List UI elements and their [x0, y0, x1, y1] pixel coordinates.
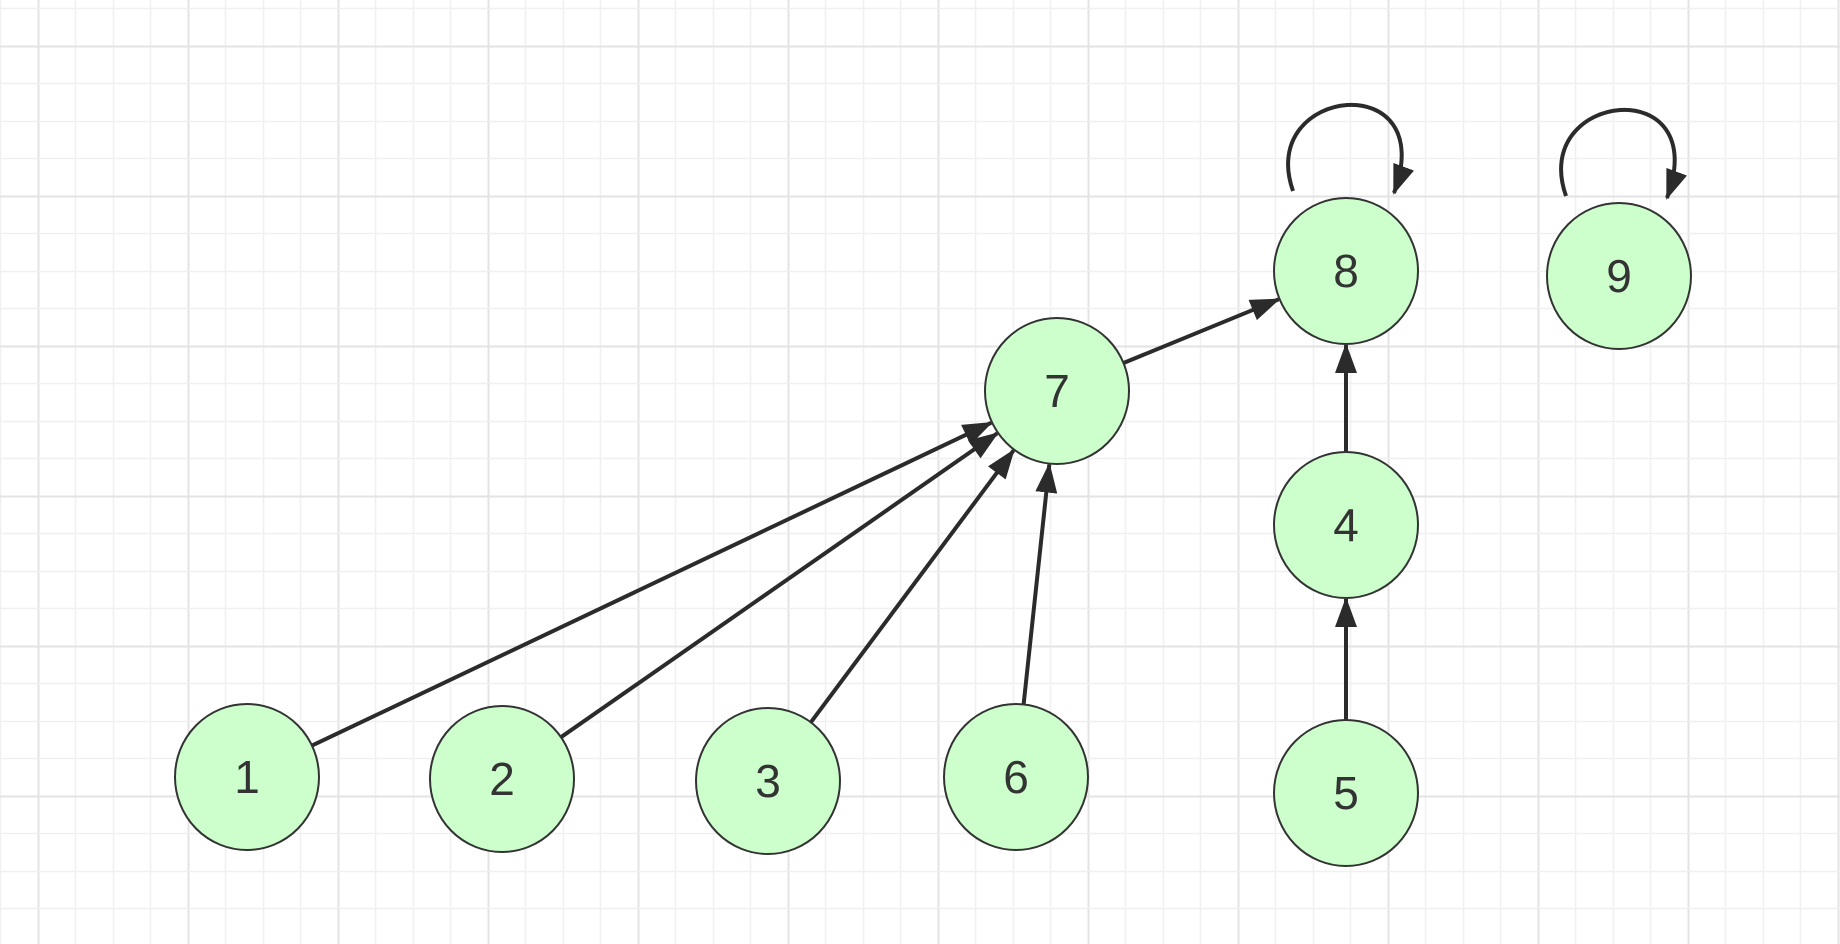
edges-layer [311, 102, 1688, 748]
node-1-label: 1 [234, 751, 260, 803]
node-5-circle[interactable] [1273, 719, 1419, 867]
nodes-layer: 1 2 3 6 7 8 9 4 5 [174, 197, 1692, 867]
edge-1-to-7[interactable] [311, 421, 993, 748]
node-5[interactable]: 5 [1273, 719, 1419, 867]
edge-6-to-7[interactable] [1021, 462, 1058, 705]
node-6[interactable]: 6 [943, 703, 1089, 851]
node-8[interactable]: 8 [1273, 197, 1419, 345]
node-5-label: 5 [1333, 767, 1359, 819]
node-7-circle[interactable] [984, 317, 1130, 465]
node-2-label: 2 [489, 753, 515, 805]
node-7-label: 7 [1044, 365, 1070, 417]
node-8-circle[interactable] [1273, 197, 1419, 345]
node-7[interactable]: 7 [984, 317, 1130, 465]
node-2-circle[interactable] [429, 705, 575, 853]
node-4-label: 4 [1333, 499, 1359, 551]
node-3[interactable]: 3 [695, 707, 841, 855]
node-6-label: 6 [1003, 751, 1029, 803]
node-1-circle[interactable] [174, 703, 320, 851]
node-9[interactable]: 9 [1546, 202, 1692, 350]
edge-3-to-7[interactable] [809, 448, 1016, 724]
node-3-label: 3 [755, 755, 781, 807]
node-2[interactable]: 2 [429, 705, 575, 853]
node-8-label: 8 [1333, 245, 1359, 297]
edge-7-to-8[interactable] [1122, 297, 1281, 365]
node-6-circle[interactable] [943, 703, 1089, 851]
node-1[interactable]: 1 [174, 703, 320, 851]
node-3-circle[interactable] [695, 707, 841, 855]
edge-8-to-8[interactable] [1286, 102, 1415, 195]
node-4-circle[interactable] [1273, 451, 1419, 599]
node-4[interactable]: 4 [1273, 451, 1419, 599]
edge-9-to-9[interactable] [1559, 107, 1688, 200]
node-9-label: 9 [1606, 250, 1632, 302]
node-9-circle[interactable] [1546, 202, 1692, 350]
edge-2-to-7[interactable] [559, 431, 999, 739]
